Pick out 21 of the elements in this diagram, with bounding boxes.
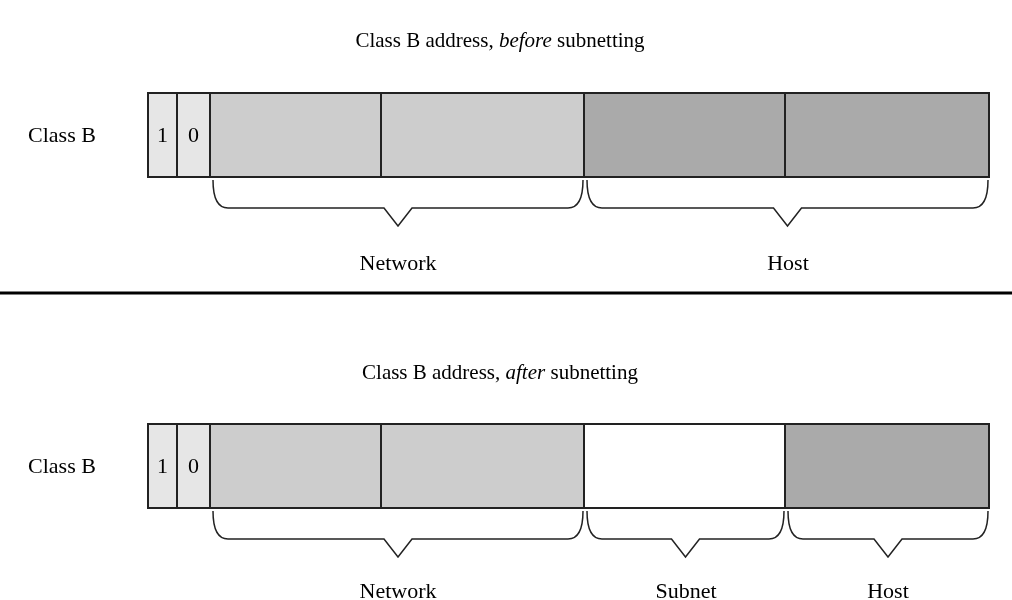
field-label: Network: [359, 578, 437, 600]
field-box: [784, 423, 990, 509]
bit-cell: 0: [176, 423, 211, 509]
field-box: [583, 92, 786, 178]
row-label: Class B: [28, 453, 96, 479]
field-label: Host: [767, 250, 809, 276]
field-label: Network: [359, 250, 437, 276]
field-box: [209, 92, 382, 178]
field-label: Host: [867, 578, 909, 600]
field-box: [380, 423, 585, 509]
field-box: [380, 92, 585, 178]
field-box: [784, 92, 990, 178]
field-label: Subnet: [655, 578, 717, 600]
heading: Class B address, after subnetting: [362, 360, 638, 385]
field-box: [209, 423, 382, 509]
heading: Class B address, before subnetting: [355, 28, 645, 53]
bit-cell: 1: [147, 423, 178, 509]
field-box: [583, 423, 786, 509]
row-label: Class B: [28, 122, 96, 148]
bit-cell: 1: [147, 92, 178, 178]
bit-cell: 0: [176, 92, 211, 178]
